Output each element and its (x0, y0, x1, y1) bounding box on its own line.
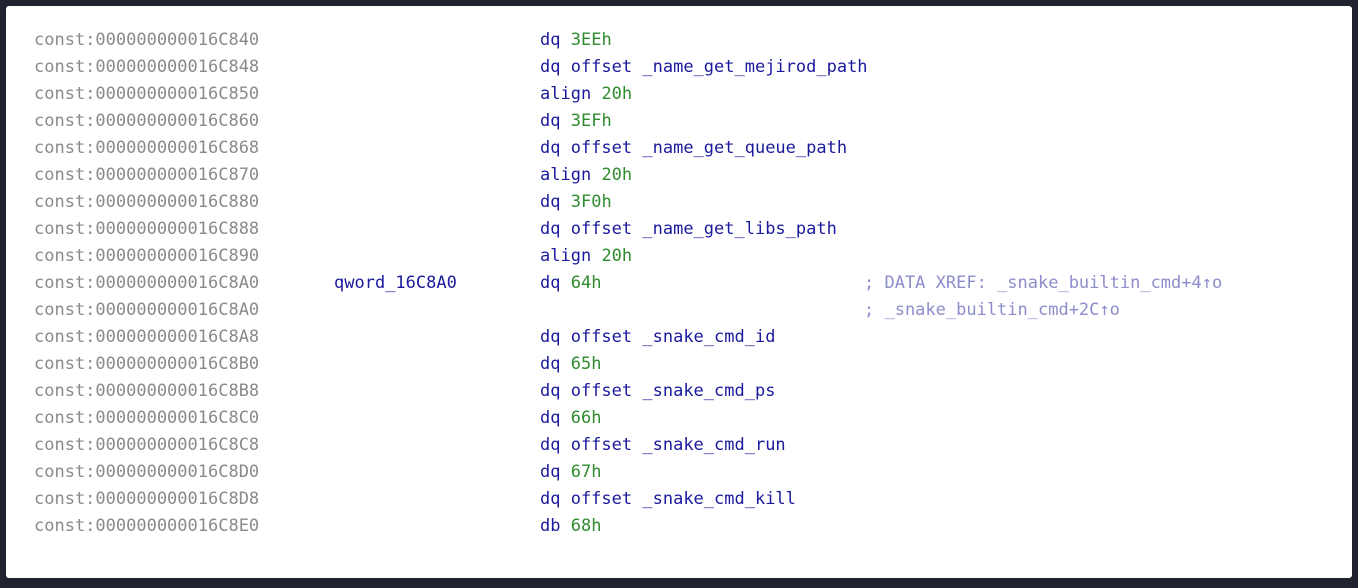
listing-line[interactable]: const:000000000016C8A0 ; _snake_builtin_c… (6, 297, 1352, 324)
listing-line[interactable]: const:000000000016C890 align 20h (6, 243, 1352, 270)
operand-number: 3EEh (570, 30, 612, 50)
instruction-mnemonic: align (540, 246, 592, 266)
instruction-mnemonic: dq (540, 462, 561, 482)
operand-symbol[interactable]: _snake_cmd_kill (642, 489, 796, 509)
line-instruction: dq 3F0h (540, 189, 612, 216)
operand-number: 20h (601, 165, 633, 185)
line-address: const:000000000016C868 (34, 138, 260, 158)
listing-line[interactable]: const:000000000016C8D0 dq 67h (6, 459, 1352, 486)
listing-line[interactable]: const:000000000016C840 dq 3EEh (6, 27, 1352, 54)
listing-line[interactable]: const:000000000016C848 dq offset _name_ge… (6, 54, 1352, 81)
listing-line[interactable]: const:000000000016C860 dq 3EFh (6, 108, 1352, 135)
listing-line[interactable]: const:000000000016C8B0 dq 65h (6, 351, 1352, 378)
line-address: const:000000000016C8D0 (34, 462, 260, 482)
line-instruction: db 68h (540, 513, 601, 540)
operand-number: 3EFh (570, 111, 612, 131)
listing-line[interactable]: const:000000000016C888 dq offset _name_ge… (6, 216, 1352, 243)
line-address: const:000000000016C848 (34, 57, 260, 77)
operand-symbol[interactable]: _snake_cmd_run (642, 435, 786, 455)
listing-line[interactable]: const:000000000016C8C8 dq offset _snake_c… (6, 432, 1352, 459)
operand-symbol[interactable]: _snake_cmd_ps (642, 381, 776, 401)
operand-symbol[interactable]: _name_get_mejirod_path (642, 57, 868, 77)
instruction-mnemonic: dq (540, 408, 561, 428)
line-instruction: dq 3EEh (540, 27, 612, 54)
operand-number: 65h (570, 354, 602, 374)
line-address: const:000000000016C8B0 (34, 354, 260, 374)
listing-line[interactable]: const:000000000016C8A8 dq offset _snake_c… (6, 324, 1352, 351)
listing-line[interactable]: const:000000000016C880 dq 3F0h (6, 189, 1352, 216)
line-instruction: dq offset _snake_cmd_ps (540, 378, 775, 405)
line-address: const:000000000016C8A0 (34, 300, 260, 320)
line-instruction: dq offset _name_get_queue_path (540, 135, 847, 162)
line-address: const:000000000016C888 (34, 219, 260, 239)
listing-line[interactable]: const:000000000016C870 align 20h (6, 162, 1352, 189)
line-instruction: dq 66h (540, 405, 601, 432)
line-address: const:000000000016C870 (34, 165, 260, 185)
line-address: const:000000000016C8A0 (34, 273, 260, 293)
xref-comment[interactable]: ; DATA XREF: _snake_builtin_cmd+4↑o (864, 273, 1223, 293)
line-address: const:000000000016C8B8 (34, 381, 260, 401)
operand-symbol[interactable]: _snake_cmd_id (642, 327, 776, 347)
instruction-mnemonic: dq offset (540, 138, 633, 158)
line-address: const:000000000016C880 (34, 192, 260, 212)
listing-line[interactable]: const:000000000016C868 dq offset _name_ge… (6, 135, 1352, 162)
line-instruction: dq offset _name_get_libs_path (540, 216, 837, 243)
line-address: const:000000000016C890 (34, 246, 260, 266)
line-instruction: dq 65h (540, 351, 601, 378)
line-address: const:000000000016C860 (34, 111, 260, 131)
line-address: const:000000000016C8E0 (34, 516, 260, 536)
line-instruction: dq offset _snake_cmd_run (540, 432, 786, 459)
instruction-mnemonic: dq (540, 30, 561, 50)
instruction-mnemonic: dq (540, 192, 561, 212)
listing-line[interactable]: const:000000000016C8B8 dq offset _snake_c… (6, 378, 1352, 405)
line-address: const:000000000016C840 (34, 30, 260, 50)
listing-line[interactable]: const:000000000016C850 align 20h (6, 81, 1352, 108)
listing-line[interactable]: const:000000000016C8A0 qword_16C8A0 dq 64h… (6, 270, 1352, 297)
line-instruction: dq 3EFh (540, 108, 612, 135)
line-instruction: dq 64h (540, 270, 601, 297)
line-instruction: dq offset _snake_cmd_kill (540, 486, 796, 513)
line-address: const:000000000016C8A8 (34, 327, 260, 347)
line-address: const:000000000016C850 (34, 84, 260, 104)
operand-number: 68h (570, 516, 602, 536)
line-address: const:000000000016C8C8 (34, 435, 260, 455)
xref-comment[interactable]: ; _snake_builtin_cmd+2C↑o (864, 300, 1120, 320)
instruction-mnemonic: dq (540, 273, 561, 293)
instruction-mnemonic: dq offset (540, 489, 633, 509)
line-instruction: dq offset _snake_cmd_id (540, 324, 775, 351)
instruction-mnemonic: dq (540, 354, 561, 374)
instruction-mnemonic: dq offset (540, 327, 633, 347)
line-instruction: align 20h (540, 162, 632, 189)
line-label[interactable]: qword_16C8A0 (334, 273, 457, 293)
line-address: const:000000000016C8D8 (34, 489, 260, 509)
operand-symbol[interactable]: _name_get_queue_path (642, 138, 848, 158)
instruction-mnemonic: dq offset (540, 219, 633, 239)
operand-number: 20h (601, 84, 633, 104)
operand-symbol[interactable]: _name_get_libs_path (642, 219, 837, 239)
instruction-mnemonic: dq offset (540, 435, 633, 455)
listing-line[interactable]: const:000000000016C8E0 db 68h (6, 513, 1352, 540)
instruction-mnemonic: align (540, 84, 592, 104)
instruction-mnemonic: db (540, 516, 561, 536)
line-address: const:000000000016C8C0 (34, 408, 260, 428)
listing-line[interactable]: const:000000000016C8C0 dq 66h (6, 405, 1352, 432)
instruction-mnemonic: dq (540, 111, 561, 131)
operand-number: 67h (570, 462, 602, 482)
operand-number: 3F0h (570, 192, 612, 212)
line-instruction: align 20h (540, 81, 632, 108)
operand-number: 20h (601, 246, 633, 266)
line-instruction: align 20h (540, 243, 632, 270)
operand-number: 64h (570, 273, 602, 293)
listing-line[interactable]: const:000000000016C8D8 dq offset _snake_c… (6, 486, 1352, 513)
operand-number: 66h (570, 408, 602, 428)
instruction-mnemonic: align (540, 165, 592, 185)
line-instruction: dq offset _name_get_mejirod_path (540, 54, 868, 81)
instruction-mnemonic: dq offset (540, 57, 633, 77)
instruction-mnemonic: dq offset (540, 381, 633, 401)
line-instruction: dq 67h (540, 459, 601, 486)
